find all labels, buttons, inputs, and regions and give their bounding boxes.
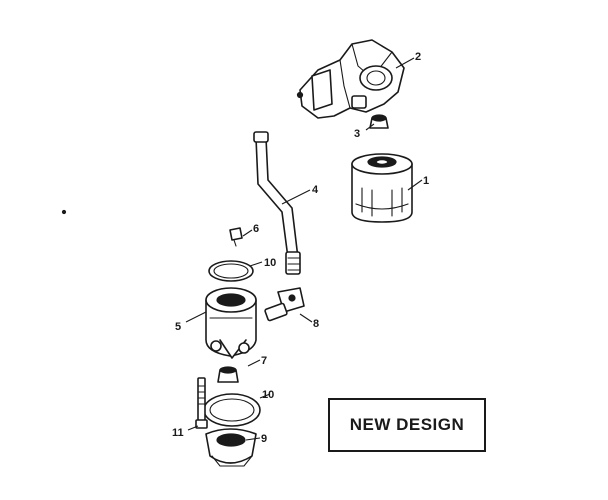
callout-11: 11: [172, 427, 184, 439]
part-o-ring-upper: [208, 260, 254, 282]
part-oil-filter: [351, 153, 413, 223]
callout-3: 3: [354, 128, 360, 140]
part-pipe-plug: [369, 114, 389, 129]
part-fitting-plug: [229, 227, 243, 247]
part-elbow-fitting: [264, 287, 305, 322]
callout-5: 5: [175, 321, 181, 333]
callout-10-upper: 10: [264, 257, 276, 269]
new-design-label-box: NEW DESIGN: [328, 398, 486, 452]
callout-1: 1: [423, 175, 429, 187]
callout-8: 8: [313, 318, 319, 330]
callout-labels: 1 2 3 4 5 6 7 8 9 10 10 11: [172, 51, 429, 445]
part-filter-adapter: [205, 287, 257, 359]
callout-10-lower: 10: [262, 389, 274, 401]
stray-mark: [61, 209, 67, 215]
callout-4: 4: [312, 184, 319, 196]
callout-6: 6: [253, 223, 259, 235]
part-bolt: [195, 377, 208, 429]
new-design-label: NEW DESIGN: [349, 415, 465, 434]
part-plug-lower: [217, 366, 239, 383]
part-cover: [205, 428, 257, 467]
part-filter-adapter-bracket: [296, 39, 405, 119]
callout-9: 9: [261, 433, 267, 445]
callout-2: 2: [415, 51, 421, 63]
part-oil-tube: [253, 131, 301, 275]
callout-7: 7: [261, 355, 267, 367]
part-o-ring-lower: [203, 393, 261, 427]
leader-lines: [185, 57, 423, 441]
